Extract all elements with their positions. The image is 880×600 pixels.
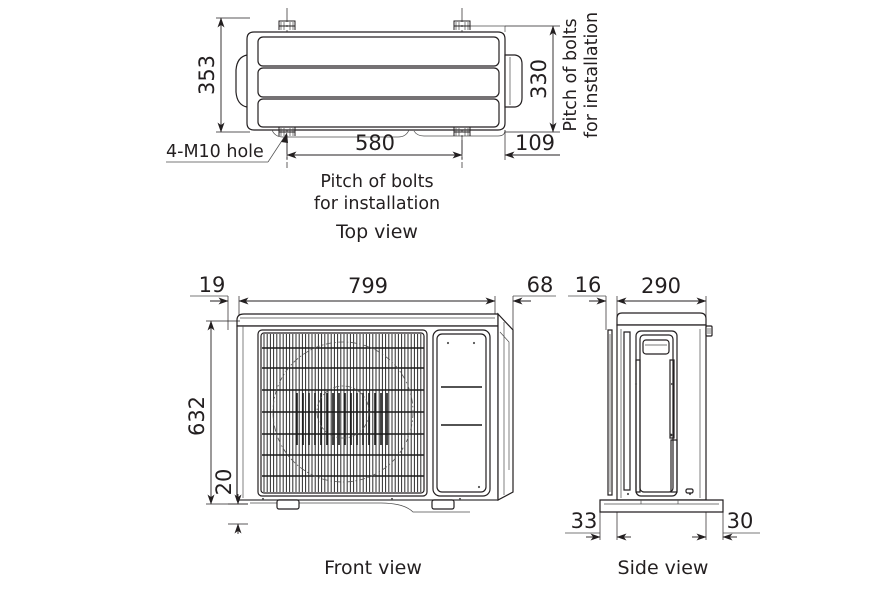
bolt-hole-markers	[278, 20, 471, 136]
dimension-top-330: 330	[505, 25, 560, 133]
note-pitch-of-bolts-bottom: Pitch of bolts for installation	[314, 172, 440, 214]
caption-front-view: Front view	[324, 557, 422, 579]
dimension-front-20: 20	[212, 469, 248, 534]
bolt-hole-top-right	[453, 20, 471, 30]
note-4-m10-hole-label: 4-M10 hole	[166, 142, 264, 162]
dimension-value-109: 109	[515, 131, 555, 155]
dimension-top-109: 109	[504, 130, 560, 160]
bolt-hole-bottom-left	[278, 126, 296, 136]
dimension-top-353: 353	[195, 17, 250, 133]
front-view-unit-body	[236, 312, 514, 513]
dimension-value-580: 580	[355, 131, 395, 155]
dimension-value-33: 33	[571, 509, 598, 533]
dimension-value-30: 30	[727, 509, 754, 533]
dimension-value-799: 799	[348, 274, 388, 298]
dimension-value-16: 16	[575, 273, 602, 297]
note-pitch-bottom-line1: Pitch of bolts	[320, 172, 433, 192]
top-view-unit-body	[235, 25, 523, 138]
view-side: 16 290	[565, 273, 760, 579]
bolt-hole-top-left	[278, 20, 296, 30]
side-view-unit-body	[599, 312, 724, 513]
dimension-value-330: 330	[527, 59, 551, 99]
dimension-side-row-bottom: 33 30	[565, 509, 760, 541]
dimension-value-20: 20	[212, 469, 236, 496]
dimension-front-row-top: 19 799 68	[190, 273, 556, 330]
dimension-side-row-top: 16 290	[568, 273, 707, 330]
caption-top-view: Top view	[335, 221, 418, 243]
front-service-panel	[432, 329, 491, 497]
dimension-value-290: 290	[641, 274, 681, 298]
caption-side-view: Side view	[618, 557, 709, 579]
note-pitch-right-line2: for installation	[582, 12, 602, 138]
note-pitch-of-bolts-right: Pitch of bolts for installation	[561, 12, 602, 138]
dimension-value-68: 68	[527, 273, 554, 297]
dimension-front-632: 632	[185, 320, 248, 505]
bolt-hole-bottom-right	[453, 126, 471, 136]
note-pitch-bottom-line2: for installation	[314, 194, 440, 214]
grille-fins	[262, 334, 424, 492]
front-view-base	[237, 497, 498, 513]
view-top: 353 330 Pitch of bolts for installation …	[166, 8, 602, 243]
dimension-value-632: 632	[185, 396, 209, 436]
note-4-m10-hole: 4-M10 hole	[166, 132, 288, 163]
dimension-value-19: 19	[199, 273, 226, 297]
dimension-top-580: 580	[286, 131, 463, 160]
note-pitch-right-line1: Pitch of bolts	[561, 18, 581, 131]
view-front: 19 799 68	[185, 273, 556, 579]
dimension-value-353: 353	[195, 55, 219, 95]
